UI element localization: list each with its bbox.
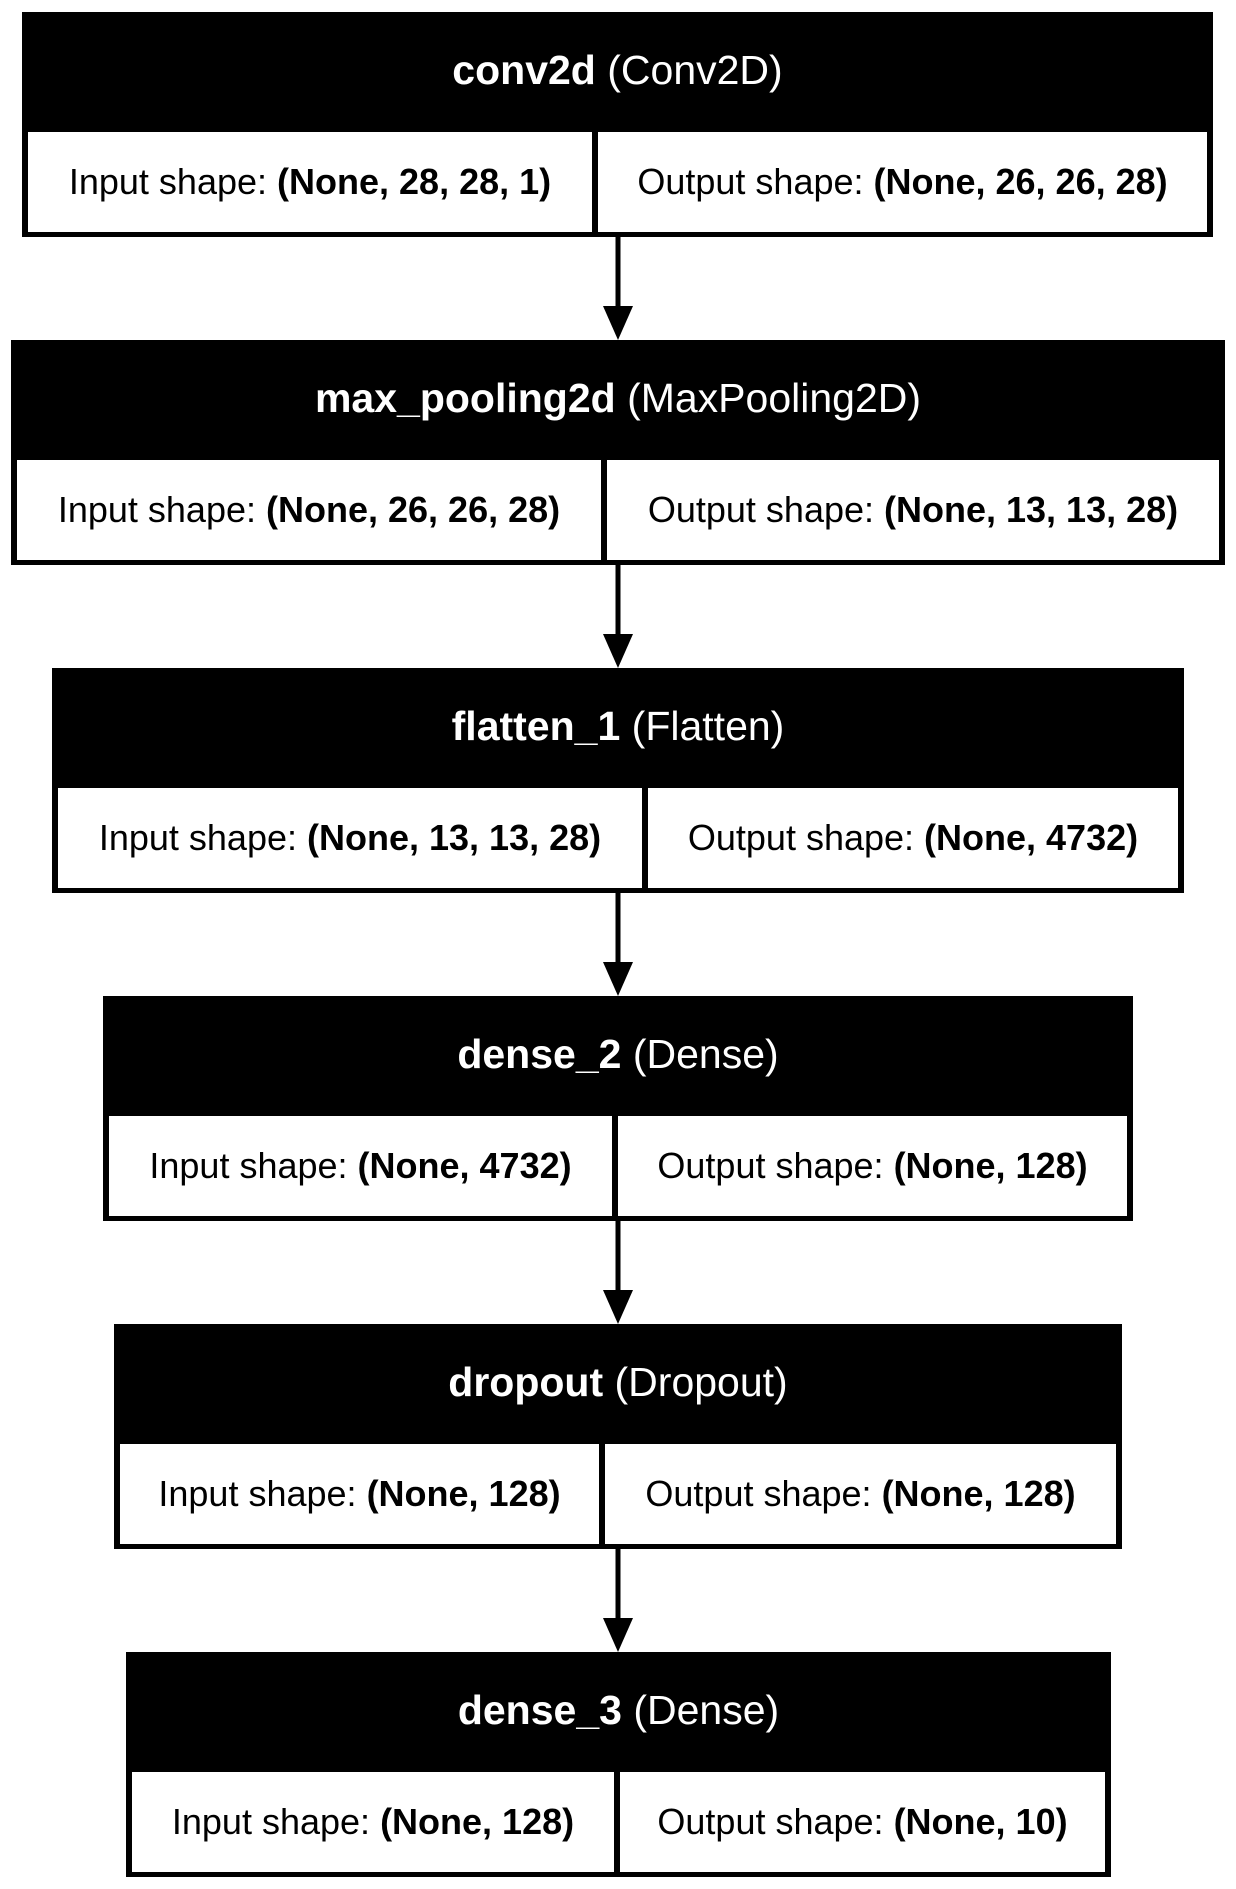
- output-shape-cell: Output shape: (None, 26, 26, 28): [598, 132, 1207, 232]
- output-shape-label: Output shape:: [647, 489, 885, 530]
- output-shape-cell: Output shape: (None, 4732): [648, 788, 1178, 888]
- arrow-dropout-to-dense-3: [603, 1549, 633, 1652]
- layer-name: dense_3: [457, 1686, 622, 1733]
- output-shape-label: Output shape:: [645, 1473, 882, 1514]
- input-shape-value: (None, 26, 26, 28): [266, 489, 561, 530]
- layer-type: (Dense): [633, 1686, 780, 1733]
- output-shape-label: Output shape:: [687, 817, 925, 858]
- input-shape-cell: Input shape: (None, 13, 13, 28): [58, 788, 642, 888]
- input-shape-label: Input shape:: [57, 489, 267, 530]
- output-shape-value: (None, 128): [881, 1473, 1076, 1514]
- input-shape-cell: Input shape: (None, 26, 26, 28): [17, 460, 601, 560]
- arrow-conv2d-to-max-pooling2d: [603, 237, 633, 340]
- output-shape-value: (None, 26, 26, 28): [873, 161, 1168, 202]
- input-shape-label: Input shape:: [68, 161, 278, 202]
- output-shape-cell: Output shape: (None, 10): [620, 1772, 1105, 1872]
- input-shape-label: Input shape:: [171, 1801, 381, 1842]
- layer-name: dense_2: [457, 1030, 622, 1077]
- input-shape-value: (None, 28, 28, 1): [277, 161, 552, 202]
- output-shape-cell: Output shape: (None, 128): [618, 1116, 1127, 1216]
- input-shape-value: (None, 128): [380, 1801, 575, 1842]
- layer-node-dense-2: dense_2 (Dense) Input shape: (None, 4732…: [103, 996, 1133, 1221]
- output-shape-label: Output shape:: [657, 1801, 894, 1842]
- input-shape-value: (None, 128): [366, 1473, 561, 1514]
- layer-header: conv2d (Conv2D): [22, 12, 1213, 128]
- input-shape-value: (None, 13, 13, 28): [307, 817, 602, 858]
- input-shape-label: Input shape:: [149, 1145, 358, 1186]
- output-shape-cell: Output shape: (None, 128): [605, 1444, 1116, 1544]
- arrow-flatten-1-to-dense-2: [603, 893, 633, 996]
- arrow-max-pooling2d-to-flatten-1: [603, 565, 633, 668]
- layer-name: conv2d: [452, 46, 596, 93]
- layer-header: flatten_1 (Flatten): [52, 668, 1184, 784]
- input-shape-value: (None, 4732): [357, 1145, 572, 1186]
- output-shape-value: (None, 128): [893, 1145, 1088, 1186]
- layer-header: dropout (Dropout): [114, 1324, 1122, 1440]
- output-shape-value: (None, 4732): [924, 817, 1139, 858]
- layer-type: (Conv2D): [607, 46, 783, 93]
- layer-type: (Dense): [632, 1030, 779, 1077]
- layer-type: (Flatten): [631, 702, 785, 749]
- layer-header: dense_2 (Dense): [103, 996, 1133, 1112]
- layer-node-max-pooling2d: max_pooling2d (MaxPooling2D) Input shape…: [11, 340, 1225, 565]
- layer-header: dense_3 (Dense): [126, 1652, 1111, 1768]
- input-shape-cell: Input shape: (None, 128): [132, 1772, 614, 1872]
- arrow-dense-2-to-dropout: [603, 1221, 633, 1324]
- layer-name: max_pooling2d: [314, 374, 616, 421]
- layer-type: (Dropout): [614, 1358, 788, 1405]
- input-shape-cell: Input shape: (None, 4732): [109, 1116, 612, 1216]
- layer-node-dropout: dropout (Dropout) Input shape: (None, 12…: [114, 1324, 1122, 1549]
- input-shape-label: Input shape:: [158, 1473, 367, 1514]
- input-shape-cell: Input shape: (None, 28, 28, 1): [28, 132, 592, 232]
- layer-node-flatten-1: flatten_1 (Flatten) Input shape: (None, …: [52, 668, 1184, 893]
- layer-type: (MaxPooling2D): [627, 374, 922, 421]
- layer-name: flatten_1: [451, 702, 621, 749]
- input-shape-label: Input shape:: [98, 817, 308, 858]
- output-shape-value: (None, 13, 13, 28): [884, 489, 1179, 530]
- output-shape-label: Output shape:: [657, 1145, 894, 1186]
- input-shape-cell: Input shape: (None, 128): [120, 1444, 599, 1544]
- layer-name: dropout: [448, 1358, 604, 1405]
- layer-node-conv2d: conv2d (Conv2D) Input shape: (None, 28, …: [22, 12, 1213, 237]
- output-shape-cell: Output shape: (None, 13, 13, 28): [607, 460, 1219, 560]
- output-shape-value: (None, 10): [893, 1801, 1068, 1842]
- layer-node-dense-3: dense_3 (Dense) Input shape: (None, 128)…: [126, 1652, 1111, 1877]
- layer-header: max_pooling2d (MaxPooling2D): [11, 340, 1225, 456]
- output-shape-label: Output shape:: [637, 161, 874, 202]
